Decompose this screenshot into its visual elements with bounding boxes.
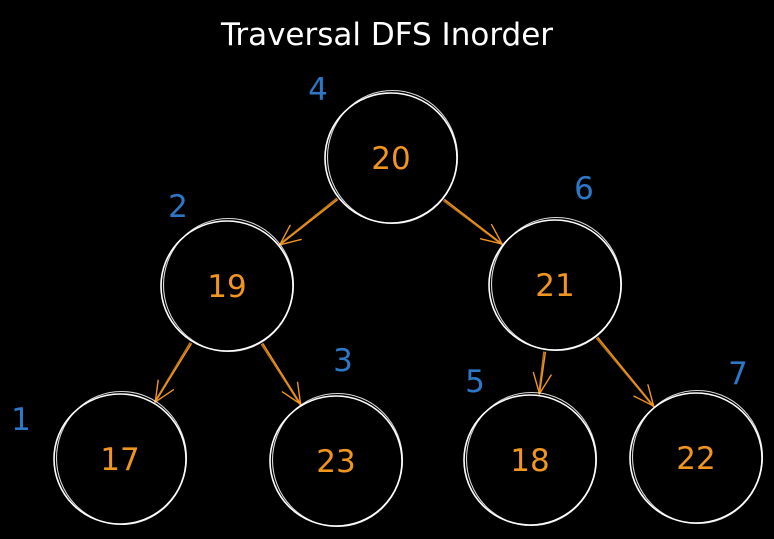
edge-n21-n18 (532, 351, 552, 396)
edge-stroke (279, 199, 339, 246)
arrowhead-icon (281, 381, 302, 406)
node-value: 17 (100, 442, 139, 478)
edge-stroke (538, 351, 547, 395)
edge-stroke (597, 337, 655, 407)
node-value: 20 (371, 141, 410, 177)
node-value: 18 (510, 443, 549, 479)
arrowhead-icon (479, 223, 504, 246)
node-value: 19 (207, 269, 246, 305)
node-circle-outline (490, 216, 623, 352)
visit-order-label: 3 (333, 343, 353, 379)
visit-order-label: 5 (465, 364, 485, 400)
edge-stroke (262, 343, 302, 405)
diagram-title: Traversal DFS Inorder (220, 17, 553, 53)
node-circle-outline (326, 89, 459, 225)
visit-order-label: 6 (574, 171, 594, 207)
order-labels-layer: 4 2 6 1 3 5 7 (11, 72, 748, 438)
arrowhead-icon (532, 371, 552, 396)
edge-stroke (443, 200, 503, 246)
visit-order-label: 2 (168, 189, 188, 225)
visit-order-label: 1 (11, 402, 31, 438)
edge-stroke (596, 338, 654, 408)
edge-n19-n23 (260, 343, 302, 406)
visit-order-label: 7 (728, 356, 748, 392)
edge-n21-n22 (596, 337, 655, 408)
visit-order-label: 4 (308, 72, 328, 108)
node-circle-outline (162, 217, 295, 353)
edge-stroke (153, 342, 191, 403)
node-circle-outline (271, 392, 404, 528)
tree-node-23: 23 (269, 392, 404, 528)
edge-stroke (278, 197, 338, 245)
tree-node-20: 20 (324, 89, 459, 225)
arrowhead-icon (633, 384, 655, 408)
node-circle-outline (465, 391, 598, 527)
tree-node-17: 17 (53, 390, 188, 526)
tree-node-19: 19 (160, 217, 295, 353)
edge-n19-n17 (153, 342, 192, 404)
edge-n20-n19 (278, 197, 339, 246)
edges-layer (153, 197, 655, 408)
node-value: 22 (676, 441, 715, 477)
node-value: 21 (535, 268, 574, 304)
edge-stroke (444, 198, 503, 245)
arrowhead-icon (154, 379, 175, 404)
node-value: 23 (316, 444, 355, 480)
tree-node-22: 22 (629, 389, 764, 525)
tree-node-18: 18 (463, 391, 598, 527)
edge-stroke (154, 343, 192, 403)
tree-node-21: 21 (488, 216, 623, 352)
edge-stroke (538, 351, 545, 395)
edge-n20-n21 (443, 198, 504, 246)
node-circle-outline (55, 390, 188, 526)
node-circle-outline (631, 389, 764, 525)
edge-stroke (260, 343, 301, 406)
